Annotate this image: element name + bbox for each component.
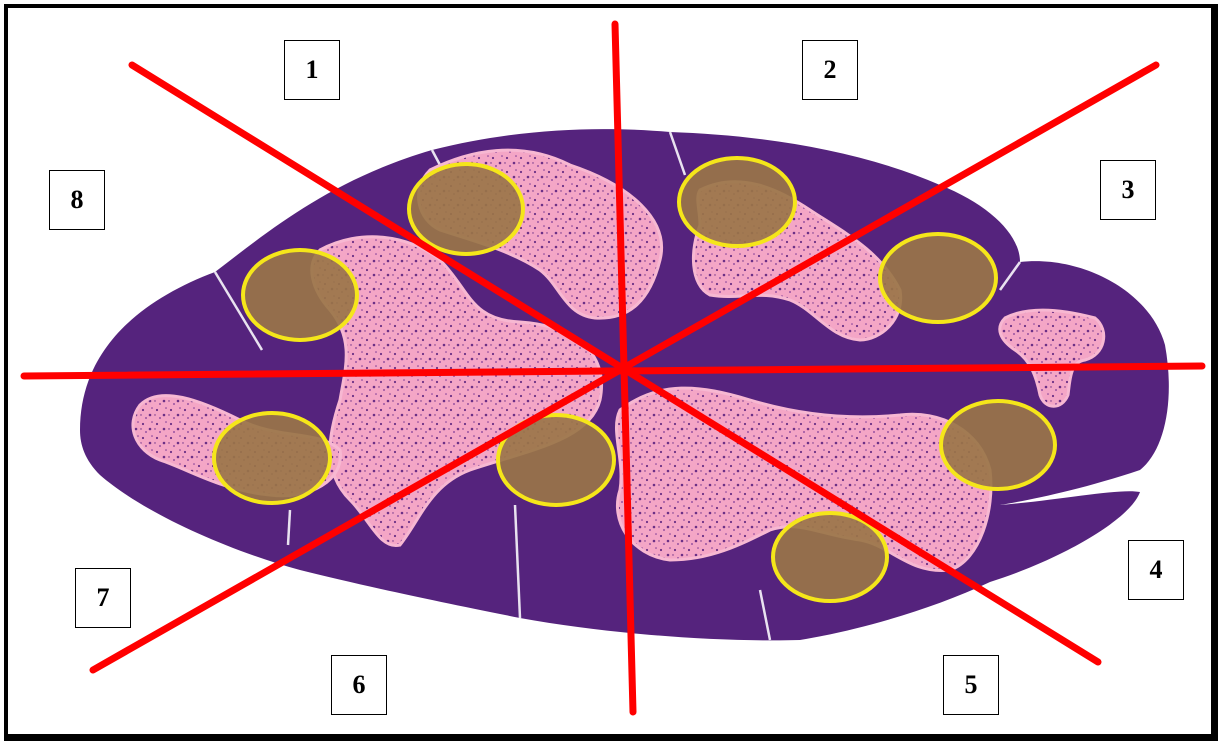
segment-label-7: 7 [75,568,131,628]
segment-label-4: 4 [1128,540,1184,600]
highlighted-region [214,413,330,503]
segment-label-3: 3 [1100,160,1156,220]
segment-label-1: 1 [284,40,340,100]
segment-label-5: 5 [943,655,999,715]
highlighted-region [409,164,523,254]
segment-label-8: 8 [49,170,105,230]
highlighted-region [880,234,996,322]
segment-label-6: 6 [331,655,387,715]
segment-label-2: 2 [802,40,858,100]
highlighted-region [679,158,795,246]
highlighted-region [773,513,887,601]
highlighted-region [941,401,1055,489]
highlighted-region [243,250,357,340]
